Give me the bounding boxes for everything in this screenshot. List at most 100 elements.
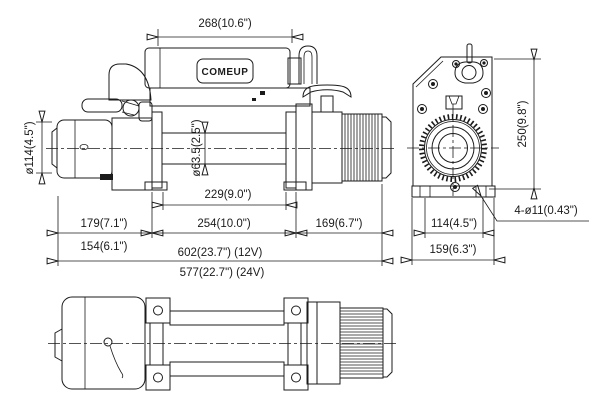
bracket-screw-2 xyxy=(252,98,256,101)
t-handle-stem xyxy=(320,95,334,113)
cable-end xyxy=(109,345,124,379)
ext-lines-base-width xyxy=(411,198,495,265)
base-feet xyxy=(419,186,487,197)
plate-bolt-hole xyxy=(153,305,163,316)
plate-pad xyxy=(145,297,171,324)
drum-hub xyxy=(438,133,468,163)
plate-pad xyxy=(283,297,309,324)
control-box-body xyxy=(144,47,291,89)
warning-label xyxy=(100,174,113,180)
dim-motor-length: 169(6.7") xyxy=(316,218,363,230)
housing-bolts xyxy=(417,79,491,192)
control-box-bracket xyxy=(149,87,311,107)
mounting-foot-left xyxy=(144,181,168,191)
winch-drum xyxy=(144,111,307,191)
clevis-bolt-left xyxy=(452,60,460,68)
bottom-motor-fin-housing xyxy=(339,307,384,379)
clevis-pad xyxy=(454,61,484,84)
t-handle-cap xyxy=(302,84,352,98)
bolt-4-dot xyxy=(481,107,485,111)
bolt-1 xyxy=(428,79,438,89)
cable-anchor xyxy=(103,337,113,347)
motor-end-cap xyxy=(381,116,392,179)
bolt-5-dot xyxy=(453,185,457,189)
ext-lines-114dia xyxy=(36,121,52,174)
clutch-assembly xyxy=(81,63,153,122)
end-housing-inner-edge xyxy=(415,60,444,88)
clevis-assembly xyxy=(452,43,488,84)
dim-overall-length-24v: 577(22.7") (24V) xyxy=(180,267,265,279)
plate-pad xyxy=(145,364,171,391)
dim-flange-diameter: ø114(4.5") xyxy=(24,121,36,174)
ext-lines-250 xyxy=(489,58,541,190)
motor xyxy=(295,84,392,191)
plate-bolt-hole xyxy=(291,305,301,316)
bracket-screw-1 xyxy=(260,91,265,95)
end-view xyxy=(407,43,499,198)
bottom-motor-body xyxy=(316,301,341,385)
drum-flange-left xyxy=(151,111,163,189)
mounting-foot-right xyxy=(283,181,307,191)
dim-top-width: 268(10.6") xyxy=(198,18,251,30)
bolt-2-dot xyxy=(484,91,488,95)
shackle-ring-inner xyxy=(303,50,313,84)
ext-lines-268 xyxy=(157,29,293,46)
bolt-4 xyxy=(478,104,488,114)
motor-adapter xyxy=(295,103,313,191)
clevis-bore xyxy=(461,65,477,80)
end-housing xyxy=(412,56,493,187)
lever-detail xyxy=(121,100,140,116)
gear-end-cap xyxy=(56,119,113,179)
drum-flange-right xyxy=(285,111,297,189)
bottom-view xyxy=(48,296,397,391)
drum-ring-mid xyxy=(426,121,480,175)
clevis-pin xyxy=(466,43,473,64)
dim-mounting-holes: 4-ø11(0.43") xyxy=(514,205,577,217)
side-view: COMEUP xyxy=(46,45,396,191)
plate-bolt-hole xyxy=(291,372,301,383)
comeup-logo-text: COMEUP xyxy=(202,67,249,78)
left-tab xyxy=(51,127,58,169)
dimensions: 268(10.6") ø114(4.5") ø63.5(2.5") 229(9.… xyxy=(24,18,589,279)
motor-body xyxy=(311,111,343,184)
gear-housing xyxy=(51,117,153,191)
comeup-badge xyxy=(196,58,254,84)
dim-gear-end-length: 179(7.1") xyxy=(81,218,128,230)
clutch-lever xyxy=(81,98,123,113)
plate-bar xyxy=(149,323,164,365)
bolt-2 xyxy=(481,88,491,98)
dim-overall-height: 250(9.8") xyxy=(517,100,529,147)
drum-teeth-ring xyxy=(419,114,487,182)
bottom-motor xyxy=(306,301,393,385)
tensioner-notch xyxy=(448,95,460,105)
clevis-bolt-left-dot xyxy=(454,62,458,66)
bolt-3 xyxy=(417,104,427,114)
plate-bar xyxy=(287,323,302,365)
dim-barrel-diameter: ø63.5(2.5") xyxy=(191,119,203,176)
dim-gear-end-length-alt: 154(6.1") xyxy=(81,241,128,253)
plate-pad xyxy=(283,364,309,391)
bolt-3-dot xyxy=(420,107,424,111)
tie-bar-bottom xyxy=(169,361,285,377)
leader-mounting-holes xyxy=(481,196,589,222)
drum-ring-inner xyxy=(431,126,475,170)
tie-bar-top xyxy=(169,310,285,326)
clevis-bolt-right-dot xyxy=(482,61,486,65)
clutch-dome xyxy=(108,63,152,101)
bottom-gearbox xyxy=(61,296,146,390)
bottom-motor-end-cap xyxy=(382,308,393,378)
bottom-motor-fins xyxy=(340,310,383,375)
end-cap-slot xyxy=(79,143,89,150)
dim-drum-length: 254(10.0") xyxy=(197,218,250,230)
plate-bolt-hole xyxy=(153,372,163,383)
dim-bolt-spacing: 114(4.5") xyxy=(431,218,477,230)
gear-block xyxy=(111,117,153,191)
motor-fins xyxy=(344,114,379,181)
connector-block xyxy=(287,57,302,85)
mounting-plate-right xyxy=(283,297,309,391)
bottom-left-tab xyxy=(54,328,63,362)
bolt-1-dot xyxy=(431,82,435,86)
clevis-bolt-right xyxy=(480,59,488,67)
